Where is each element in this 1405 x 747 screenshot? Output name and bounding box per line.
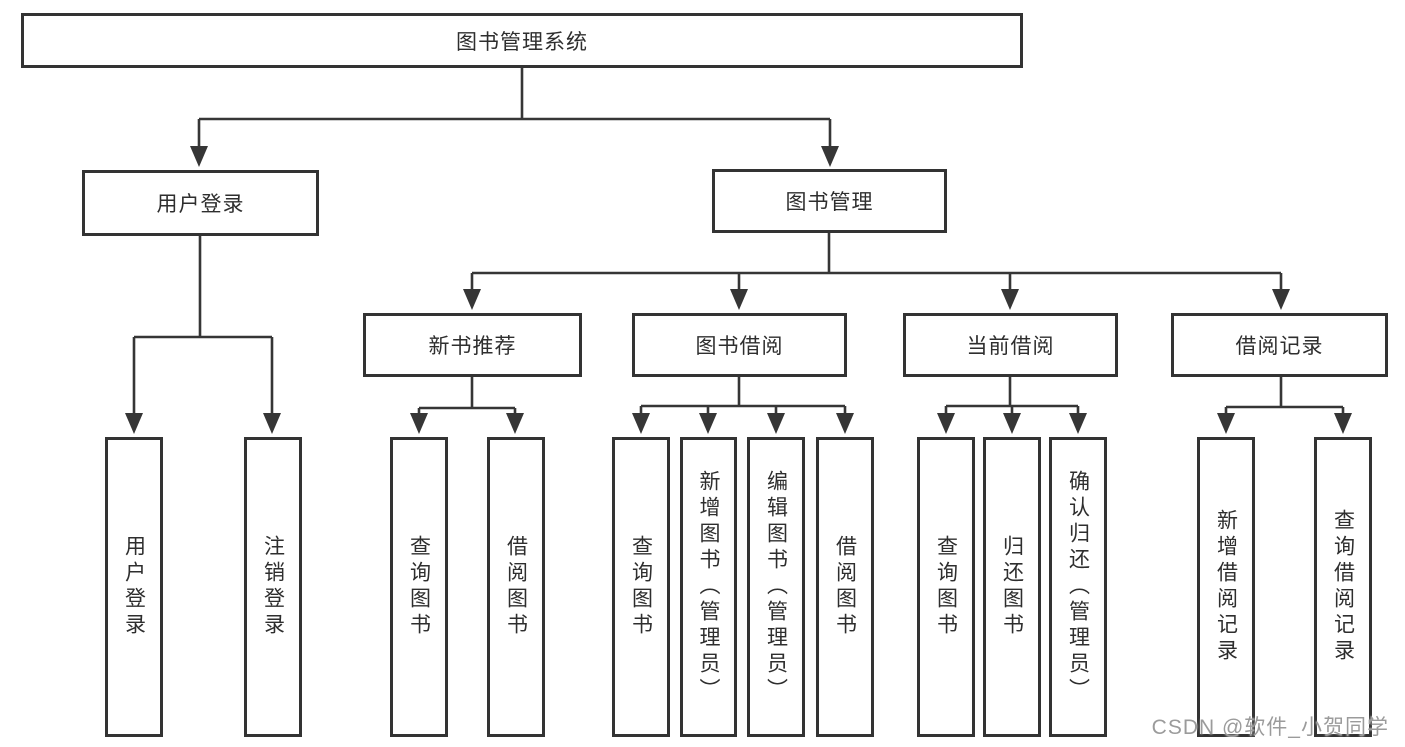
csdn-watermark: CSDN @软件_小贺同学 bbox=[1151, 716, 1389, 739]
leaf-label: 确认归还（管理员） bbox=[1066, 470, 1090, 704]
leaf-label: 借阅图书 bbox=[833, 535, 857, 639]
leaf-label: 查询图书 bbox=[934, 535, 958, 639]
connector-new-book-recommend-subtree bbox=[410, 377, 524, 434]
node-label: 当前借阅 bbox=[966, 335, 1055, 358]
node-new-book-recommend: 新书推荐 bbox=[363, 313, 582, 377]
leaf-label: 注销登录 bbox=[261, 535, 285, 639]
leaf-label: 查询图书 bbox=[629, 535, 653, 639]
leaf-label: 借阅图书 bbox=[504, 535, 528, 639]
connector-current-borrow-subtree bbox=[937, 377, 1087, 434]
leaf-edit-books-admin: 编辑图书（管理员） bbox=[747, 437, 805, 737]
leaf-query-books-current: 查询图书 bbox=[917, 437, 975, 737]
connector-borrow-records-subtree bbox=[1217, 377, 1352, 434]
leaf-borrow-books-recommend: 借阅图书 bbox=[487, 437, 545, 737]
connector-book-management-to-level3 bbox=[463, 233, 1290, 310]
leaf-add-books-admin: 新增图书（管理员） bbox=[680, 437, 737, 737]
node-label: 图书借阅 bbox=[695, 335, 784, 358]
leaf-return-books: 归还图书 bbox=[983, 437, 1041, 737]
leaf-query-borrow-record: 查询借阅记录 bbox=[1314, 437, 1372, 737]
node-current-borrow: 当前借阅 bbox=[903, 313, 1118, 377]
node-book-management: 图书管理 bbox=[712, 169, 947, 233]
leaf-label: 新增借阅记录 bbox=[1214, 509, 1238, 665]
leaf-label: 查询借阅记录 bbox=[1331, 509, 1355, 665]
leaf-query-books-borrow: 查询图书 bbox=[612, 437, 670, 737]
root-node-label: 图书管理系统 bbox=[456, 30, 588, 54]
connector-root-to-level2 bbox=[197, 68, 832, 149]
node-label: 借阅记录 bbox=[1235, 335, 1324, 358]
node-borrow-records: 借阅记录 bbox=[1171, 313, 1388, 377]
arrow-down-icon bbox=[190, 146, 839, 167]
leaf-label: 新增图书（管理员） bbox=[697, 470, 720, 704]
leaf-query-books-recommend: 查询图书 bbox=[390, 437, 448, 737]
node-book-borrow: 图书借阅 bbox=[632, 313, 847, 377]
leaf-confirm-return-admin: 确认归还（管理员） bbox=[1049, 437, 1107, 737]
leaf-label: 用户登录 bbox=[122, 535, 146, 639]
node-label: 图书管理 bbox=[785, 191, 874, 214]
node-label: 用户登录 bbox=[156, 193, 245, 216]
leaf-user-login: 用户登录 bbox=[105, 437, 163, 737]
root-node: 图书管理系统 bbox=[21, 13, 1023, 68]
connector-book-borrow-subtree bbox=[632, 377, 854, 434]
node-label: 新书推荐 bbox=[428, 335, 517, 358]
node-user-login: 用户登录 bbox=[82, 170, 319, 236]
leaf-label: 归还图书 bbox=[1000, 535, 1024, 639]
connector-user-login-subtree bbox=[125, 236, 281, 434]
leaf-borrow-books: 借阅图书 bbox=[816, 437, 874, 737]
leaf-label: 查询图书 bbox=[407, 535, 431, 639]
leaf-logout: 注销登录 bbox=[244, 437, 302, 737]
leaf-add-borrow-record: 新增借阅记录 bbox=[1197, 437, 1255, 737]
leaf-label: 编辑图书（管理员） bbox=[764, 470, 788, 704]
